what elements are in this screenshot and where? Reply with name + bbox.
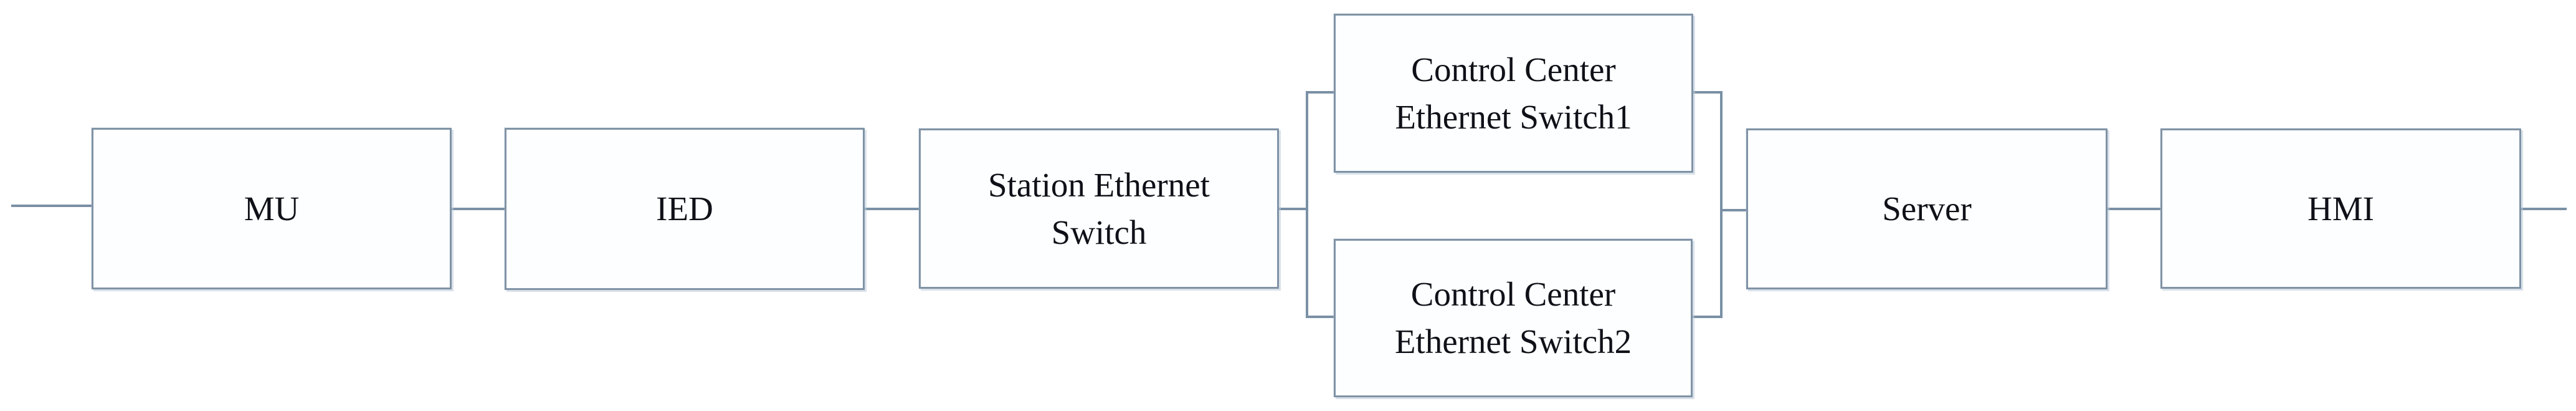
- node-hmi: HMI: [2160, 128, 2521, 289]
- connector-split-to-cc-switch2: [1308, 316, 1334, 318]
- connector-hmi-to-external-right: [2521, 208, 2567, 210]
- connector-merge-to-server: [1723, 209, 1746, 211]
- connector-cc-switch1-to-merge: [1693, 91, 1720, 94]
- merge-trunk-right: [1720, 91, 1723, 318]
- node-ied-label: IED: [656, 190, 713, 228]
- connector-external-left-to-mu: [11, 205, 92, 207]
- node-server: Server: [1746, 128, 2108, 289]
- node-hmi-label: HMI: [2307, 189, 2374, 228]
- connector-station-switch-to-split: [1279, 208, 1308, 210]
- connector-split-to-cc-switch1: [1308, 91, 1334, 94]
- node-control-center-ethernet-switch2-label-line2: Ethernet Switch2: [1394, 322, 1632, 360]
- connector-mu-to-ied: [452, 208, 505, 210]
- node-control-center-ethernet-switch1: Control Center Ethernet Switch1: [1334, 14, 1693, 173]
- node-station-ethernet-switch-label-line1: Station Ethernet: [988, 165, 1210, 204]
- node-station-ethernet-switch-label-line2: Switch: [1051, 213, 1147, 251]
- connector-cc-switch2-to-merge: [1693, 316, 1720, 318]
- node-control-center-ethernet-switch2-label-line1: Control Center: [1410, 275, 1616, 313]
- split-trunk-left: [1306, 91, 1308, 318]
- node-control-center-ethernet-switch2: Control Center Ethernet Switch2: [1334, 239, 1693, 397]
- node-mu-label: MU: [244, 189, 300, 228]
- node-mu: MU: [92, 128, 452, 289]
- connector-ied-to-station-switch: [865, 208, 919, 210]
- node-control-center-ethernet-switch1-label-line2: Ethernet Switch1: [1395, 97, 1632, 136]
- node-server-label: Server: [1882, 190, 1972, 228]
- connector-server-to-hmi: [2108, 208, 2160, 210]
- node-ied: IED: [505, 128, 865, 290]
- node-station-ethernet-switch: Station Ethernet Switch: [919, 128, 1279, 289]
- node-control-center-ethernet-switch1-label-line1: Control Center: [1411, 50, 1616, 89]
